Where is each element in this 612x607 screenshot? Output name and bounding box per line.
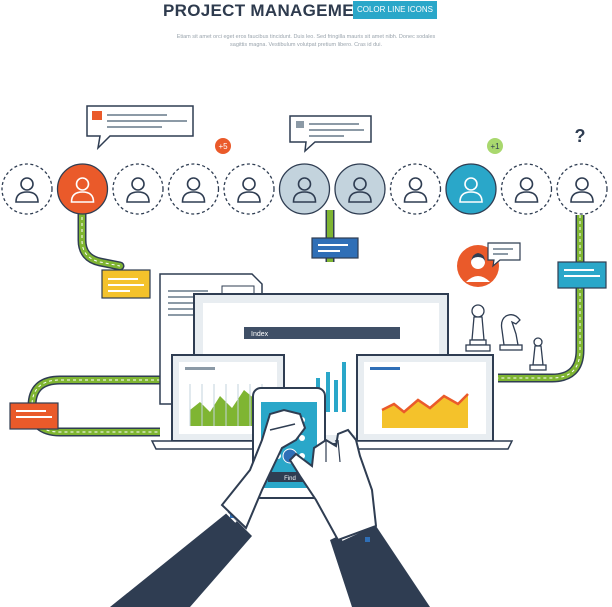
person-circle [334,163,386,215]
support-avatar [457,242,521,287]
speech-bubble-middle [289,115,372,153]
person-circle [167,163,220,215]
person-circle [112,163,164,215]
person-icon [242,177,256,191]
person-icon [353,177,367,191]
page-title: PROJECT MANAGEMENT [163,1,378,20]
orange-note [9,402,59,430]
person-circle [500,163,553,215]
people-timeline [1,163,608,215]
person-icon [186,177,201,191]
subtitle-line-2: sagittis magna. Vestibulum volutpat pret… [230,42,382,48]
person-icon [519,177,534,191]
plus-five-badge: +5 [215,138,231,154]
plus-five-text: +5 [218,142,228,151]
person-circle [278,163,331,215]
teal-note [557,261,607,289]
person-icon [297,177,312,191]
color-line-icons-tag: COLOR LINE ICONS [353,1,437,19]
person-circle [556,163,608,215]
person-circle [445,163,497,215]
person-icon [464,177,478,191]
header-subtitle: Etiam sit amet orci eget eros faucibus t… [150,33,462,49]
person-icon [131,177,145,191]
person-icon [75,177,90,191]
plus-one-badge: +1 [487,138,503,154]
person-circle [1,163,53,215]
index-label: Index [251,331,269,338]
speech-bubble-left [86,105,194,151]
subtitle-line-1: Etiam sit amet orci eget eros faucibus t… [176,34,436,40]
person-circle [223,163,275,215]
question-mark: ? [575,126,586,146]
yellow-note [101,269,151,299]
person-circle [389,163,442,215]
chess-pieces [465,304,547,371]
left-hand [110,408,307,607]
laptop-right [334,354,514,450]
person-circle [56,163,109,215]
person-icon [20,177,34,191]
plus-one-text: +1 [490,142,500,151]
right-hand [288,428,430,607]
person-icon [408,177,423,191]
person-icon [575,177,589,191]
blue-note [311,237,359,259]
find-button-label: Find [284,476,296,482]
